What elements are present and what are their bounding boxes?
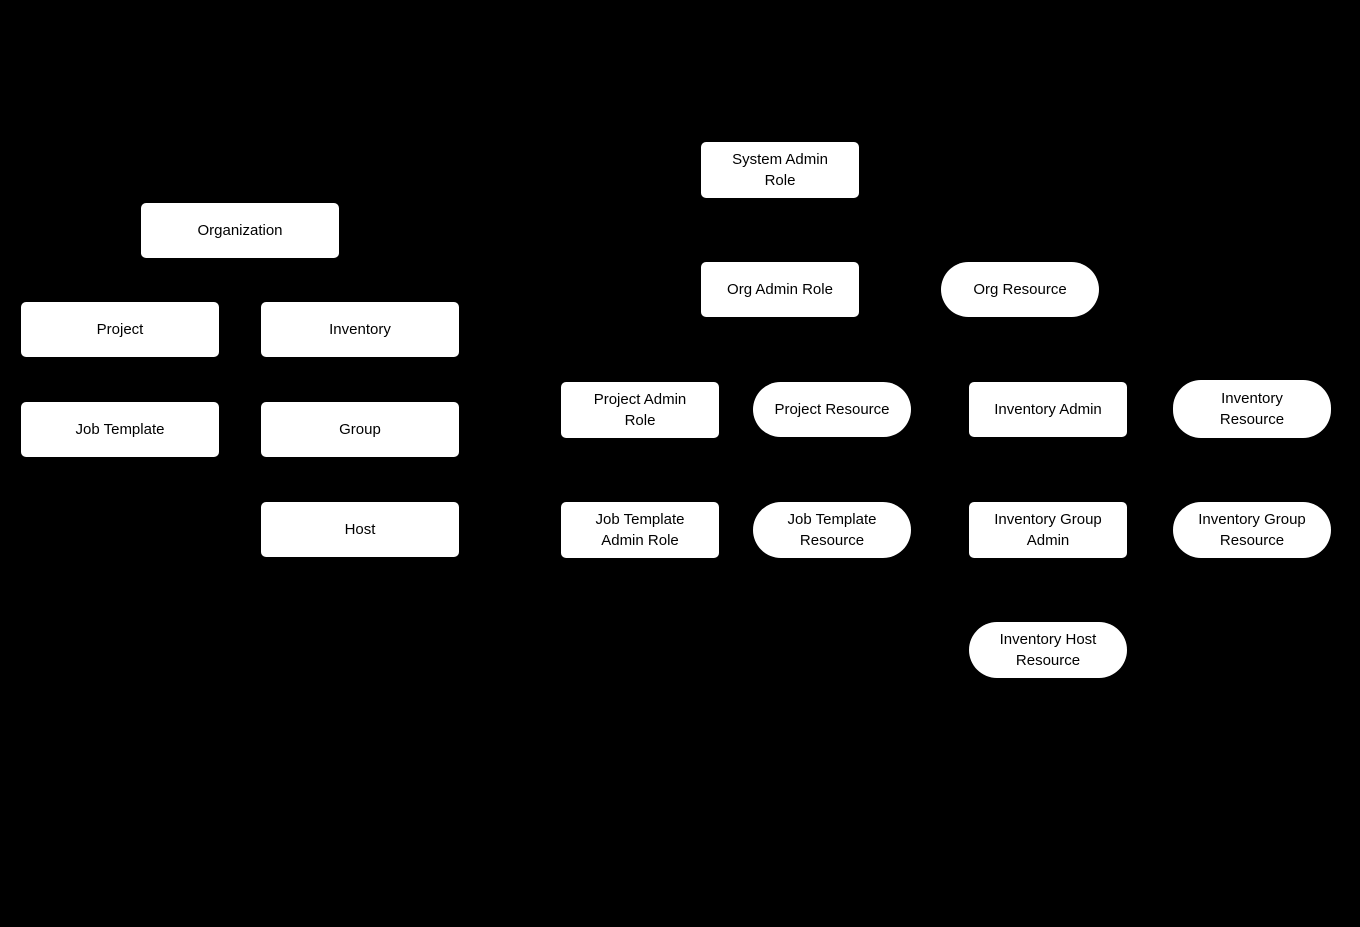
- node-label: Inventory Host Resource: [999, 631, 1097, 669]
- node-job-template: Job Template: [21, 402, 219, 457]
- node-inventory-resource: Inventory Resource: [1173, 380, 1331, 438]
- node-org-admin-role: Org Admin Role: [701, 262, 859, 317]
- node-label: Inventory Admin: [994, 401, 1102, 418]
- node-label: Project Admin Role: [593, 391, 687, 429]
- node-inventory-admin: Inventory Admin: [969, 382, 1127, 437]
- node-label: Job Template: [75, 421, 165, 438]
- node-job-template-resource: Job Template Resource: [753, 502, 911, 558]
- node-project: Project: [21, 302, 219, 357]
- node-group: Group: [261, 402, 459, 457]
- node-label: Organization: [197, 222, 283, 239]
- node-inventory-group-resource: Inventory Group Resource: [1173, 502, 1331, 558]
- node-label: Project Resource: [774, 401, 890, 418]
- node-job-template-admin-role: Job Template Admin Role: [561, 502, 719, 558]
- node-inventory-group-admin: Inventory Group Admin: [969, 502, 1127, 558]
- node-label: Project: [96, 321, 144, 338]
- node-label: Inventory Group Admin: [994, 511, 1102, 549]
- node-organization: Organization: [141, 203, 339, 258]
- node-system-admin-role: System Admin Role: [701, 142, 859, 198]
- node-label: Host: [344, 521, 376, 538]
- node-label: Inventory: [329, 321, 391, 338]
- node-org-resource: Org Resource: [941, 262, 1099, 317]
- node-label: Job Template Resource: [787, 511, 877, 549]
- node-label: Inventory Resource: [1219, 390, 1285, 428]
- node-label: Org Resource: [973, 281, 1067, 298]
- node-project-resource: Project Resource: [753, 382, 911, 437]
- node-inventory: Inventory: [261, 302, 459, 357]
- node-host: Host: [261, 502, 459, 557]
- node-label: Inventory Group Resource: [1198, 511, 1306, 549]
- node-label: System Admin Role: [732, 151, 828, 189]
- node-inventory-host-resource: Inventory Host Resource: [969, 622, 1127, 678]
- node-label: Group: [339, 421, 381, 438]
- node-label: Job Template Admin Role: [595, 511, 685, 549]
- node-label: Org Admin Role: [727, 281, 833, 298]
- node-project-admin-role: Project Admin Role: [561, 382, 719, 438]
